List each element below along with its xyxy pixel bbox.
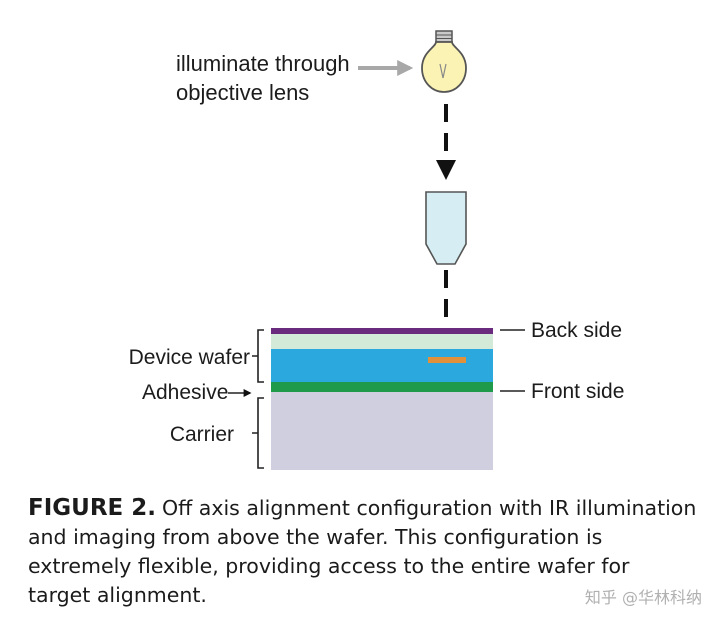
figure-number: FIGURE 2.: [28, 495, 156, 521]
back-side-layer: [271, 328, 493, 334]
watermark: 知乎 @华林科纳: [584, 588, 702, 607]
back-side-label: Back side: [531, 319, 622, 342]
wafer-alignment-diagram: illuminate through objective lens Back s…: [129, 30, 624, 470]
adhesive-layer: [271, 382, 493, 392]
front-side-label: Front side: [531, 380, 624, 403]
alignment-target: [428, 357, 466, 363]
carrier-bracket: [252, 397, 264, 469]
objective-lens-icon: [425, 191, 467, 265]
figure-caption: FIGURE 2.Off axis alignment configuratio…: [28, 494, 698, 610]
illumination-label-line2: objective lens: [176, 80, 309, 105]
device-wafer-layer: [271, 349, 493, 382]
device-wafer-label: Device wafer: [129, 346, 250, 369]
figure-caption-text: Off axis alignment configuration with IR…: [28, 496, 697, 607]
carrier-label: Carrier: [170, 423, 234, 446]
light-bulb-icon: [421, 30, 467, 93]
wafer-stack: [271, 328, 493, 470]
carrier-layer: [271, 392, 493, 470]
device-wafer-top-layer: [271, 334, 493, 349]
adhesive-label: Adhesive: [142, 381, 228, 404]
illumination-label-line1: illuminate through: [176, 51, 350, 76]
device-wafer-bracket: [252, 329, 264, 383]
